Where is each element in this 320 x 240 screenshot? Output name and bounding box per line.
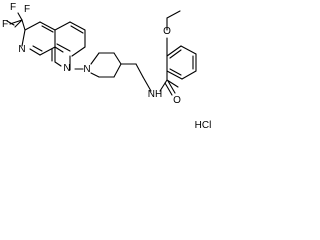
atom-label-nh: NH bbox=[148, 89, 162, 100]
atom-label-n-piperidine: N bbox=[83, 64, 90, 75]
atom-label-hcl: HCl bbox=[195, 120, 212, 131]
bond-lines bbox=[6, 10, 197, 96]
atom-label-n-naphthyridine-2: N bbox=[63, 63, 70, 74]
chemical-structure: F F F N N N NH O O HCl bbox=[2, 2, 212, 131]
atom-label-o-amide: O bbox=[173, 95, 181, 106]
atom-label-n-naphthyridine-1: N bbox=[18, 44, 25, 55]
atom-label-f1: F bbox=[10, 2, 16, 13]
atom-label-o-methoxy: O bbox=[163, 26, 171, 37]
atom-label-f2: F bbox=[2, 19, 8, 30]
atom-label-f3: F bbox=[24, 4, 30, 15]
